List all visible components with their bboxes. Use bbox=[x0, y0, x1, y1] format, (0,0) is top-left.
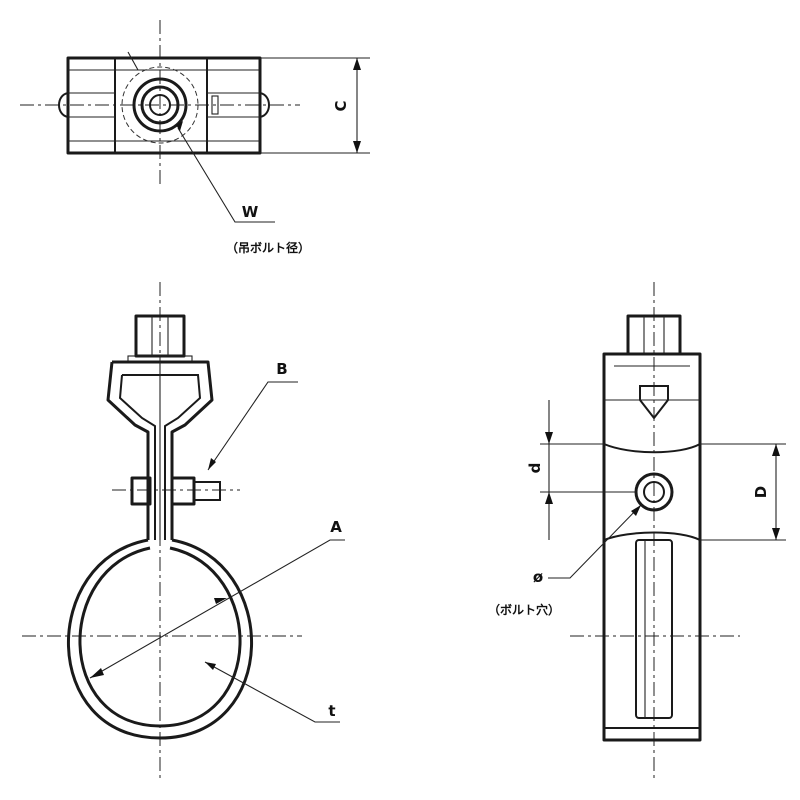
dim-d-arrow-bottom bbox=[545, 492, 553, 504]
top-view-left-arc bbox=[58, 92, 69, 118]
dim-D-label: D bbox=[752, 486, 770, 498]
dim-w-note: （吊ボルト径） bbox=[226, 240, 310, 255]
dim-t-arrow bbox=[205, 662, 216, 670]
top-view-nut bbox=[140, 85, 180, 125]
front-view-ring-outer bbox=[66, 538, 254, 740]
front-view-bolt-shank bbox=[193, 481, 221, 501]
top-view-center-block bbox=[114, 57, 208, 154]
front-view-yoke-inner bbox=[118, 374, 202, 540]
dim-w-leader bbox=[177, 127, 275, 223]
front-view-ring-inner bbox=[78, 546, 242, 728]
side-view-slot bbox=[635, 539, 673, 719]
dim-b-arrow bbox=[208, 458, 216, 470]
dim-a-line bbox=[89, 539, 345, 679]
top-view-hidden-circle bbox=[121, 66, 199, 144]
front-view-bolt-nut bbox=[170, 476, 196, 506]
top-view: C W （吊ボルト径） bbox=[20, 20, 370, 255]
dim-phi-leader bbox=[548, 504, 642, 579]
dim-d-label: d bbox=[526, 463, 544, 474]
front-view-bolt-head bbox=[130, 476, 152, 506]
side-view-bolt-hole-inner bbox=[643, 481, 665, 503]
dim-a-arrow-left bbox=[90, 668, 104, 678]
dim-w-label: W bbox=[242, 203, 259, 221]
top-view-right-arc bbox=[259, 92, 270, 118]
side-view: d D ø （ボルト穴） bbox=[488, 282, 786, 778]
dim-phi-label: ø bbox=[533, 568, 543, 586]
top-view-bolt bbox=[149, 94, 171, 116]
top-view-tab bbox=[211, 95, 219, 115]
side-view-rivet bbox=[639, 385, 669, 420]
dim-b-label: B bbox=[276, 360, 287, 378]
dim-a-arrow-right bbox=[214, 598, 227, 604]
dim-D-arrow-bottom bbox=[772, 528, 780, 540]
side-view-body bbox=[602, 352, 702, 742]
side-view-lower-curve bbox=[603, 531, 701, 541]
dim-phi-note: （ボルト穴） bbox=[488, 602, 560, 617]
dim-w-leader-upper bbox=[127, 51, 139, 71]
dim-w-arrow bbox=[176, 121, 183, 131]
dim-c-label: C bbox=[332, 100, 350, 111]
dim-t-label: t bbox=[328, 702, 335, 720]
dim-phi-arrow bbox=[631, 505, 641, 516]
dim-t-line bbox=[204, 661, 340, 723]
dim-c-arrow-bottom bbox=[353, 141, 361, 153]
front-view: A t B bbox=[22, 282, 345, 778]
dim-d-arrow-top bbox=[545, 432, 553, 444]
dim-a-label: A bbox=[330, 518, 342, 536]
top-view-washer bbox=[132, 77, 188, 133]
dim-b-line bbox=[207, 381, 298, 471]
side-view-upper-curve bbox=[603, 443, 701, 454]
dim-c-arrow-top bbox=[353, 58, 361, 70]
front-view-yoke-outer bbox=[106, 360, 214, 540]
dim-D-arrow-top bbox=[772, 444, 780, 456]
